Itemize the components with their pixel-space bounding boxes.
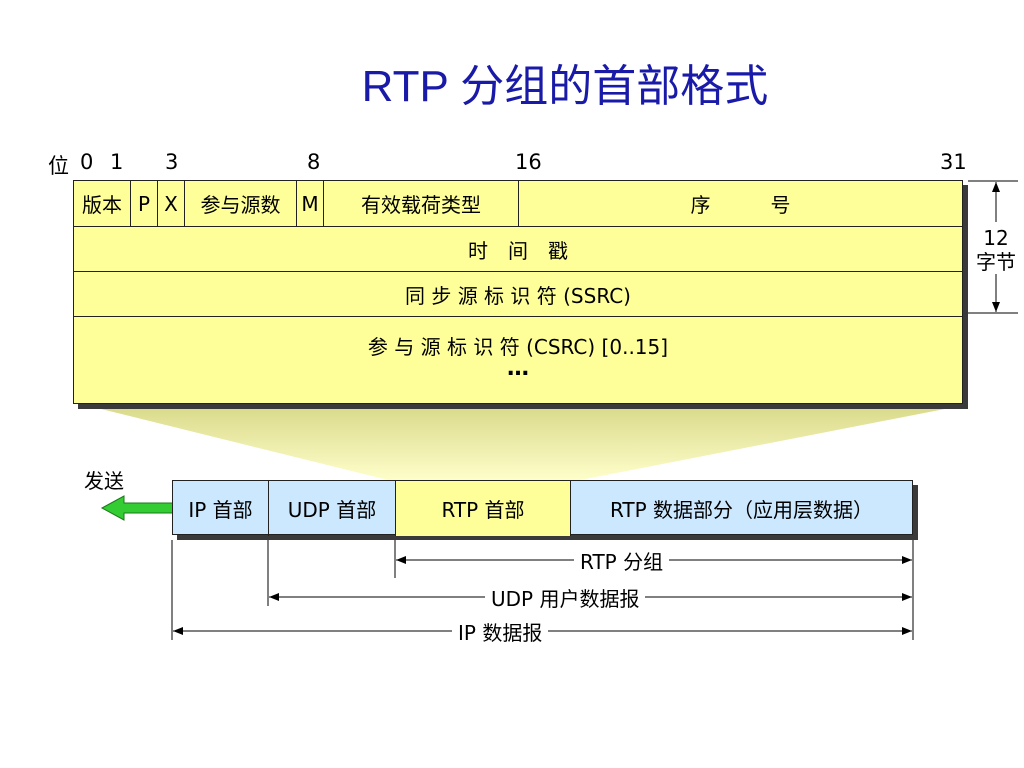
field-timestamp: 时 间 戳 xyxy=(74,226,962,272)
size-note-value: 12 xyxy=(983,226,1009,250)
rtp-data-segment: RTP 数据部分（应用层数据） xyxy=(609,498,874,522)
bit-label-0: 0 xyxy=(80,150,94,174)
bit-label-prefix: 位 xyxy=(48,154,69,178)
span-label-ip-datagram: IP 数据报 xyxy=(452,617,549,646)
field-version: 版本 xyxy=(74,181,131,226)
field-ssrc: 同 步 源 标 识 符 (SSRC) xyxy=(74,271,962,317)
field-sequence-number: 序 号 xyxy=(690,193,791,217)
field-payload-type: 有效载荷类型 xyxy=(324,181,519,226)
bit-label-1: 1 xyxy=(110,150,124,174)
size-bracket xyxy=(968,180,1018,314)
field-csrc-ellipsis: … xyxy=(507,356,529,381)
send-label: 发送 xyxy=(84,469,124,493)
span-label-rtp-packet: RTP 分组 xyxy=(574,546,670,575)
field-padding: P xyxy=(131,181,158,226)
field-csrc-label: 参 与 源 标 识 符 (CSRC) [0..15] xyxy=(367,335,669,359)
span-label-udp-datagram: UDP 用户数据报 xyxy=(485,583,646,612)
ip-header-segment: IP 首部 xyxy=(173,481,269,536)
bit-label-31: 31 xyxy=(940,150,967,174)
udp-header-segment: UDP 首部 xyxy=(269,481,396,536)
field-csrc: 参 与 源 标 识 符 (CSRC) [0..15] … xyxy=(74,316,962,403)
field-csrc-count: 参与源数 xyxy=(185,181,297,226)
ip-packet-bar: IP 首部 UDP 首部 RTP 首部 RTP 数据部分（应用层数据） xyxy=(172,480,913,536)
page-title: RTP 分组的首部格式 xyxy=(361,62,769,111)
bit-label-16: 16 xyxy=(515,150,542,174)
field-extension: X xyxy=(158,181,185,226)
field-marker: M xyxy=(297,181,324,226)
size-note: 12 字节 xyxy=(966,226,1024,274)
rtp-header-box: 版本 P X 参与源数 M 有效载荷类型 序 号 时 间 戳 同 步 源 标 识… xyxy=(73,180,963,404)
rtp-header-segment: RTP 首部 xyxy=(396,481,571,536)
bit-label-3: 3 xyxy=(165,150,179,174)
size-note-unit: 字节 xyxy=(976,250,1016,274)
bit-label-8: 8 xyxy=(307,150,321,174)
